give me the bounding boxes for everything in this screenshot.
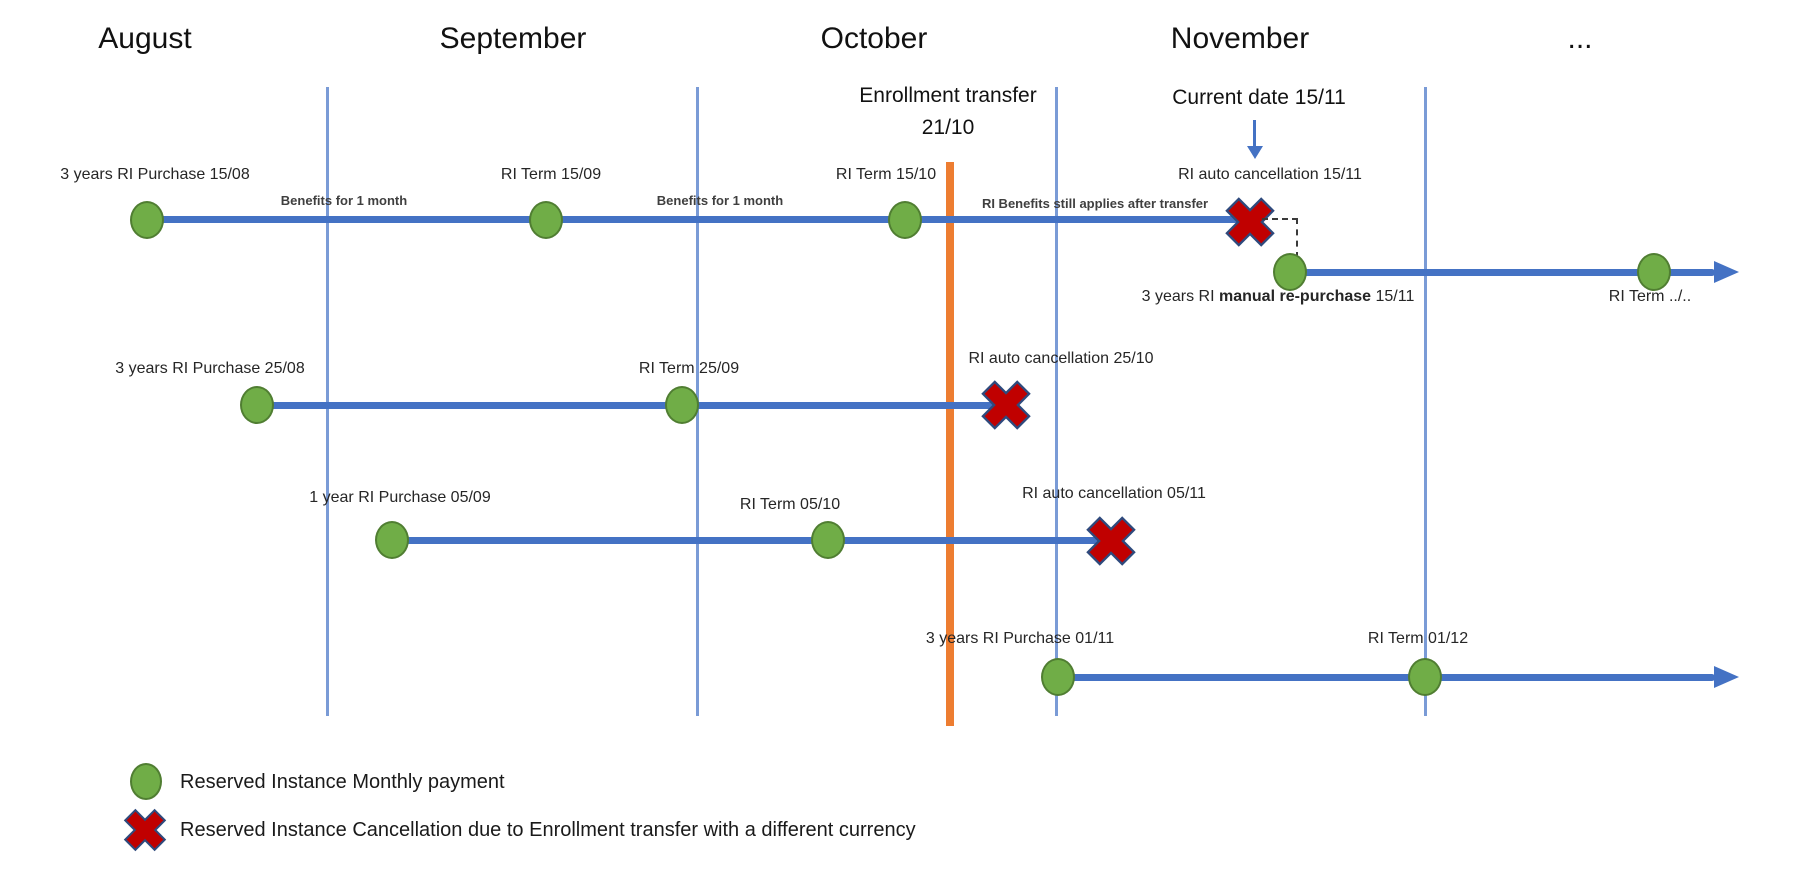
month-header-september: September <box>439 22 587 55</box>
enrollment-transfer-line <box>946 162 954 726</box>
current-date-arrowhead-icon <box>1247 146 1263 159</box>
timeline-line-row1b <box>1290 269 1715 276</box>
timeline-arrowhead-icon-row4 <box>1714 666 1739 688</box>
repurchase-suffix: 15/11 <box>1371 288 1415 305</box>
event-label-purchase-2508: 3 years RI Purchase 25/08 <box>115 360 305 377</box>
timeline-line-row3 <box>392 537 1100 544</box>
cancellation-x-icon-2510 <box>981 380 1031 430</box>
event-label-benefits-1: Benefits for 1 month <box>280 193 408 208</box>
payment-dot-repurchase-1511 <box>1273 253 1307 291</box>
event-label-term-future: RI Term ../.. <box>1608 288 1692 305</box>
event-label-transfer-note: RI Benefits still applies after transfer <box>981 196 1209 211</box>
repurchase-bold: manual re-purchase <box>1219 288 1372 305</box>
payment-dot-1508 <box>130 201 164 239</box>
payment-dot-0509 <box>375 521 409 559</box>
payment-dot-2509 <box>665 386 699 424</box>
month-header-november: November <box>1170 22 1310 55</box>
event-label-term-0510: RI Term 05/10 <box>739 496 841 513</box>
month-header-october: October <box>820 22 928 55</box>
event-label-term-1509: RI Term 15/09 <box>500 166 602 183</box>
event-label-cancellation-0511: RI auto cancellation 05/11 <box>1022 485 1206 502</box>
event-label-term-0112: RI Term 01/12 <box>1367 630 1469 647</box>
month-divider-line <box>1424 87 1427 716</box>
dashed-connector-horizontal <box>1262 218 1298 220</box>
timeline-line-row4 <box>1058 674 1715 681</box>
enrollment-transfer-label-line2: 21/10 <box>921 116 975 139</box>
event-label-benefits-2: Benefits for 1 month <box>656 193 784 208</box>
current-date-arrow-icon <box>1253 120 1256 147</box>
legend-cancellation-x-icon <box>123 808 167 852</box>
month-header-ellipsis: ... <box>1567 22 1593 55</box>
payment-dot-1510 <box>888 201 922 239</box>
payment-dot-0112 <box>1408 658 1442 696</box>
timeline-arrowhead-icon-row1b <box>1714 261 1739 283</box>
timeline-line-row2 <box>257 402 995 409</box>
payment-dot-term-future <box>1637 253 1671 291</box>
event-label-purchase-0509: 1 year RI Purchase 05/09 <box>309 489 491 506</box>
dashed-connector-vertical <box>1296 218 1298 258</box>
repurchase-prefix: 3 years RI <box>1141 288 1219 305</box>
month-divider-line <box>326 87 329 716</box>
event-label-cancellation-1511: RI auto cancellation 15/11 <box>1178 166 1362 183</box>
event-label-purchase-0111: 3 years RI Purchase 01/11 <box>925 630 1115 647</box>
payment-dot-1509 <box>529 201 563 239</box>
enrollment-transfer-label-line1: Enrollment transfer <box>859 84 1037 107</box>
payment-dot-2508 <box>240 386 274 424</box>
cancellation-x-icon-1511 <box>1225 197 1275 247</box>
event-label-term-1510: RI Term 15/10 <box>835 166 937 183</box>
legend-monthly-payment-label: Reserved Instance Monthly payment <box>180 771 505 793</box>
legend-cancellation-label: Reserved Instance Cancellation due to En… <box>180 819 916 841</box>
payment-dot-0510 <box>811 521 845 559</box>
current-date-label: Current date 15/11 <box>1172 86 1346 109</box>
event-label-term-2509: RI Term 25/09 <box>638 360 740 377</box>
cancellation-x-icon-0511 <box>1086 516 1136 566</box>
event-label-cancellation-2510: RI auto cancellation 25/10 <box>968 350 1154 367</box>
month-header-august: August <box>98 22 192 55</box>
event-label-repurchase-1511: 3 years RI manual re-purchase 15/11 <box>1118 288 1438 306</box>
event-label-purchase-1508: 3 years RI Purchase 15/08 <box>60 166 250 183</box>
payment-dot-0111 <box>1041 658 1075 696</box>
legend-payment-dot-icon <box>130 763 162 800</box>
month-divider-line <box>1055 87 1058 716</box>
timeline-line-row1 <box>147 216 1240 223</box>
